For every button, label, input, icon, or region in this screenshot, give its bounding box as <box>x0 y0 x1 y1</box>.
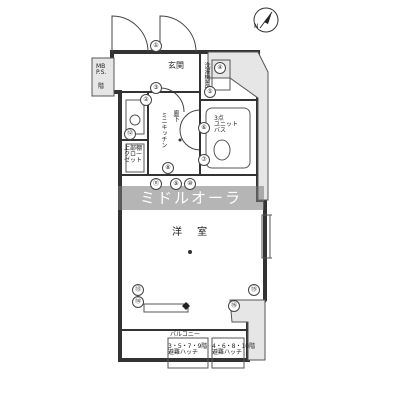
mb-ps-label: MB P.S. <box>96 63 107 76</box>
outlet-marker <box>182 302 190 310</box>
marker-11: ⑪ <box>150 178 162 190</box>
kitchen-label: ミニキッチン <box>160 112 167 148</box>
stairs-label: 階 <box>98 83 105 90</box>
compass-icon <box>253 7 279 33</box>
corridor-label: 廊下 <box>172 110 179 122</box>
marker-6: ⑥ <box>198 122 210 134</box>
hatch-right-label: 4・6・8・10階 避難ハッチ <box>212 343 256 356</box>
marker-13: ⑬ <box>132 284 144 296</box>
marker-14: ⑭ <box>132 296 144 308</box>
marker-7: ⑦ <box>198 154 210 166</box>
marker-4: ④ <box>214 62 226 74</box>
marker-2: ② <box>140 94 152 106</box>
marker-15: ⑮ <box>248 284 260 296</box>
washer-label: 洗濯機置場 <box>203 62 210 92</box>
closet-label: 上部棚 クロー ゼット <box>124 145 143 164</box>
marker-16: ⑯ <box>228 300 240 312</box>
marker-9: ⑨ <box>170 178 182 190</box>
hatched-walls <box>91 51 269 361</box>
compass: N <box>252 6 280 34</box>
marker-3: ③ <box>150 82 162 94</box>
light-point <box>178 138 182 142</box>
ceiling-light <box>188 250 192 254</box>
hatch-left-label: 3・5・7・9階 避難ハッチ <box>168 343 208 356</box>
doors <box>111 15 201 151</box>
marker-12: ⑫ <box>124 128 136 140</box>
marker-8: ⑧ <box>162 162 174 174</box>
marker-1: ① <box>150 40 162 52</box>
watermark: ミドルオーラ <box>118 186 264 210</box>
bedroom-label: 洋 室 <box>172 227 214 238</box>
compass-label: N <box>254 23 259 30</box>
balcony-label: バルコニー <box>170 331 200 338</box>
bath-label: 3点 ユニット バス <box>214 115 239 134</box>
fixtures <box>125 59 272 369</box>
entrance-label: 玄関 <box>168 61 184 70</box>
marker-5: ⑤ <box>204 86 216 98</box>
marker-10: ⑩ <box>184 178 196 190</box>
